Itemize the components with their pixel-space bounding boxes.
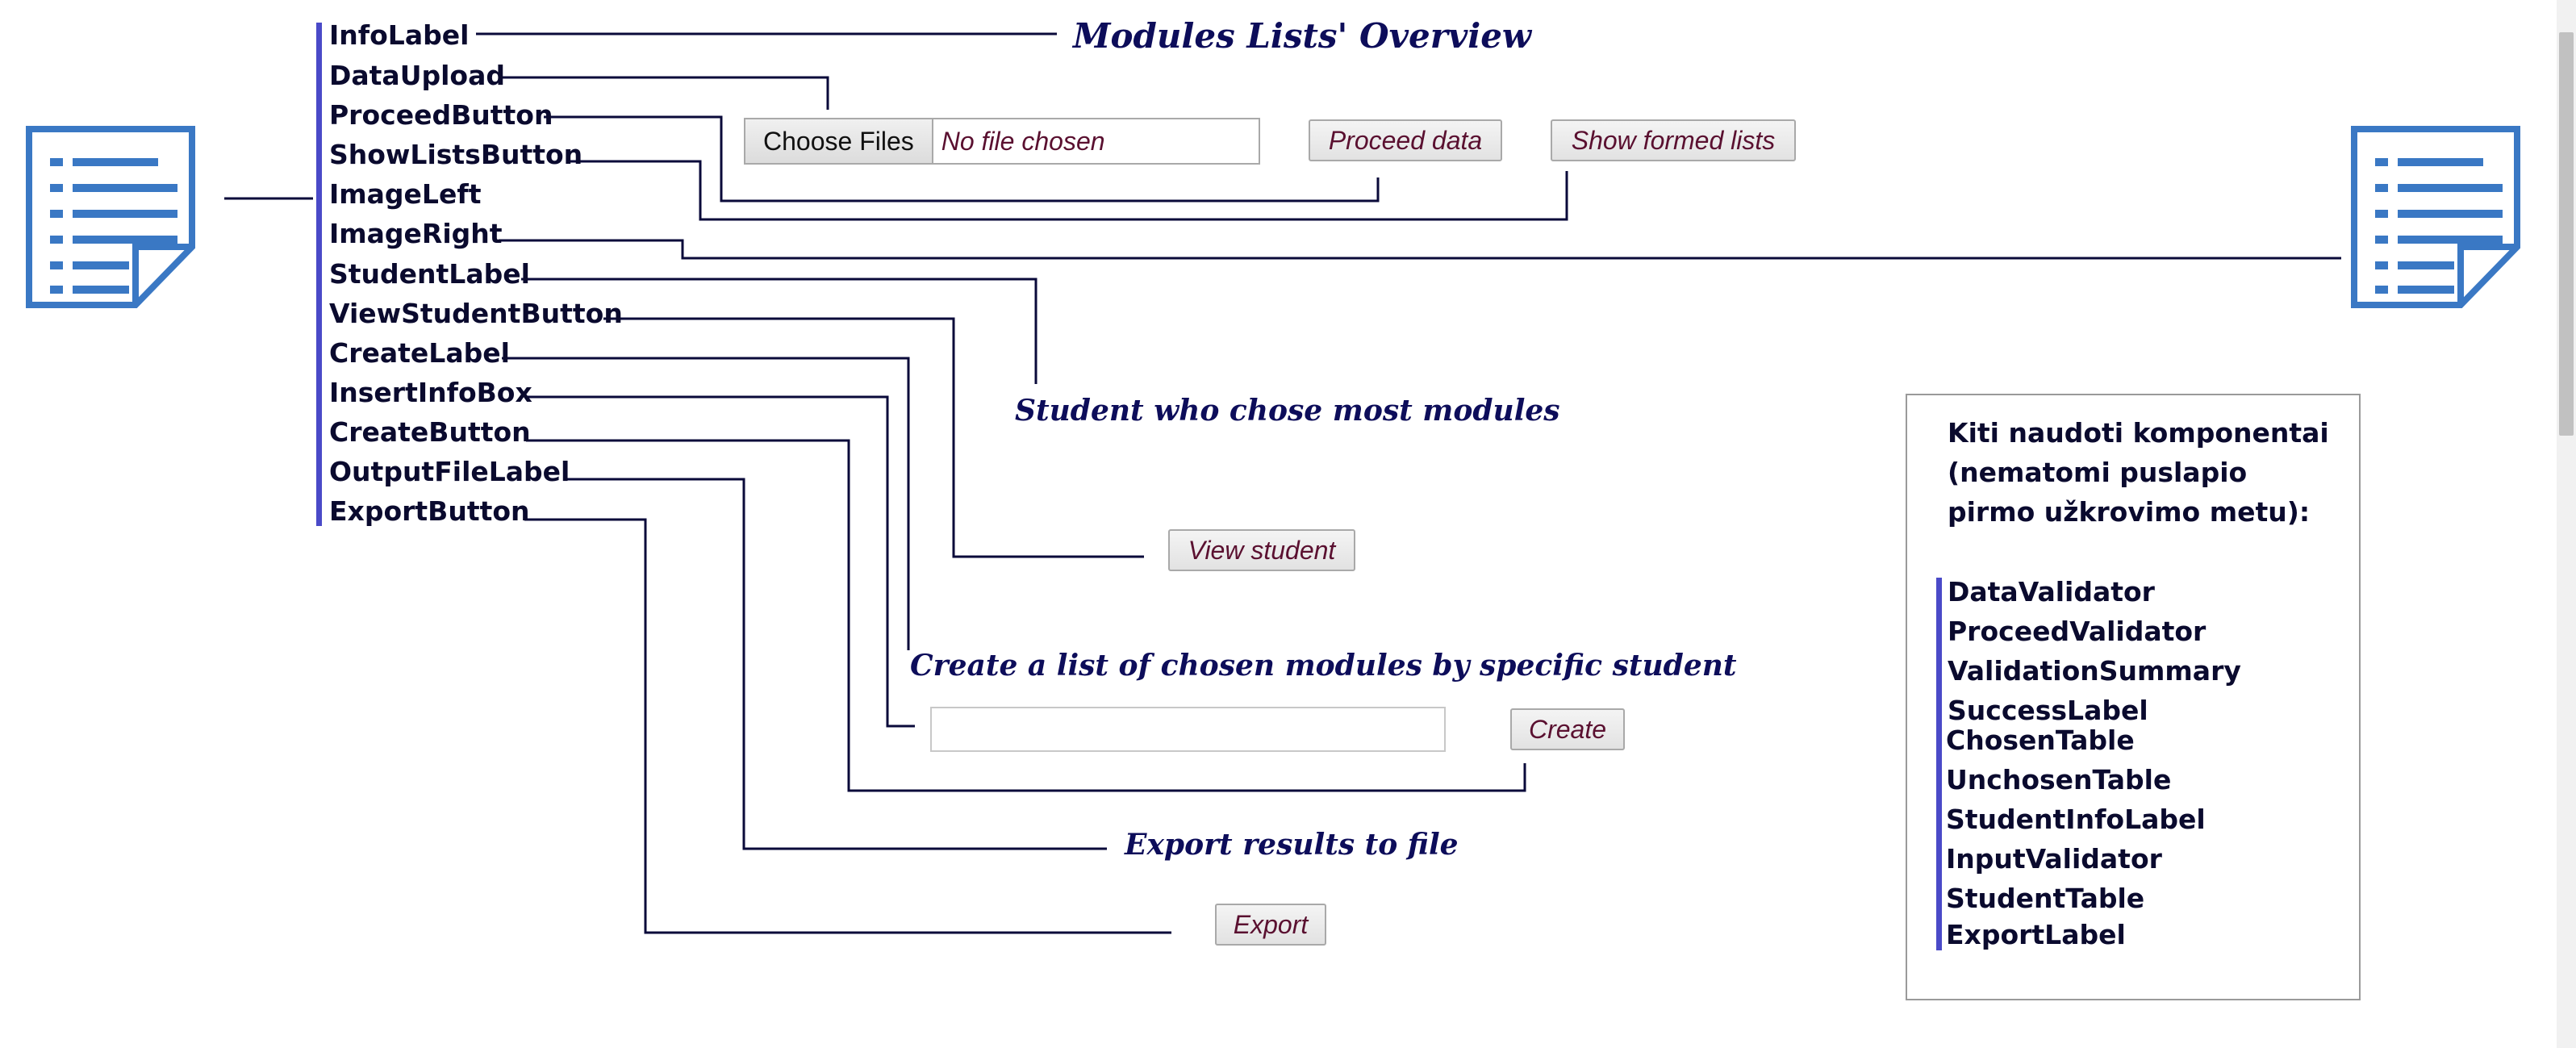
document-list-icon bbox=[26, 126, 195, 308]
side-item-studentinfolabel: StudentInfoLabel bbox=[1946, 804, 2206, 835]
create-button[interactable]: Create bbox=[1510, 708, 1625, 750]
side-item-unchosentable: UnchosenTable bbox=[1946, 764, 2172, 795]
other-components-panel bbox=[1906, 394, 2361, 1000]
component-label-createlabel: CreateLabel bbox=[329, 337, 510, 369]
side-item-exportlabel: ExportLabel bbox=[1946, 919, 2126, 950]
component-label-imageright: ImageRight bbox=[329, 218, 503, 249]
insert-info-box[interactable] bbox=[930, 707, 1446, 752]
side-item-inputvalidator: InputValidator bbox=[1946, 843, 2162, 875]
component-label-viewstudentbutton: ViewStudentButton bbox=[329, 298, 623, 329]
export-label: Export results to file bbox=[1125, 828, 1459, 862]
file-status-text: No file chosen bbox=[941, 126, 1105, 156]
side-item-successlabel: SuccessLabel bbox=[1948, 695, 2148, 726]
other-components-title: Kiti naudoti komponentai (nematomi pusla… bbox=[1948, 417, 2329, 528]
component-label-createbutton: CreateButton bbox=[329, 416, 531, 448]
component-label-exportbutton: ExportButton bbox=[329, 495, 530, 527]
side-list-bar bbox=[1936, 578, 1942, 950]
choose-files-button[interactable]: Choose Files bbox=[745, 119, 933, 163]
document-list-icon bbox=[2351, 126, 2520, 308]
component-label-studentlabel: StudentLabel bbox=[329, 258, 530, 290]
component-list-bar bbox=[316, 23, 322, 526]
component-label-outputfilelabel: OutputFileLabel bbox=[329, 456, 570, 487]
component-label-infolabel: InfoLabel bbox=[329, 19, 470, 51]
side-item-chosentable: ChosenTable bbox=[1946, 724, 2135, 756]
component-label-dataupload: DataUpload bbox=[329, 60, 505, 91]
student-label: Student who chose most modules bbox=[1015, 394, 1560, 428]
component-label-imageleft: ImageLeft bbox=[329, 178, 482, 210]
component-label-showlistsbutton: ShowListsButton bbox=[329, 139, 583, 170]
side-item-validationsummary: ValidationSummary bbox=[1948, 655, 2241, 687]
component-label-proceedbutton: ProceedButton bbox=[329, 99, 553, 131]
scrollbar-thumb[interactable] bbox=[2559, 32, 2574, 436]
side-item-studenttable: StudentTable bbox=[1946, 883, 2145, 914]
proceed-data-button[interactable]: Proceed data bbox=[1309, 119, 1502, 161]
side-item-datavalidator: DataValidator bbox=[1948, 576, 2155, 608]
export-button[interactable]: Export bbox=[1215, 904, 1326, 946]
view-student-button[interactable]: View student bbox=[1168, 529, 1355, 571]
show-formed-lists-button[interactable]: Show formed lists bbox=[1551, 119, 1796, 161]
page-title: Modules Lists' Overview bbox=[1073, 16, 1532, 56]
create-label: Create a list of chosen modules by speci… bbox=[910, 649, 1737, 683]
side-item-proceedvalidator: ProceedValidator bbox=[1948, 616, 2207, 647]
file-upload[interactable]: Choose Files No file chosen bbox=[744, 118, 1260, 165]
component-label-insertinfobox: InsertInfoBox bbox=[329, 377, 532, 408]
